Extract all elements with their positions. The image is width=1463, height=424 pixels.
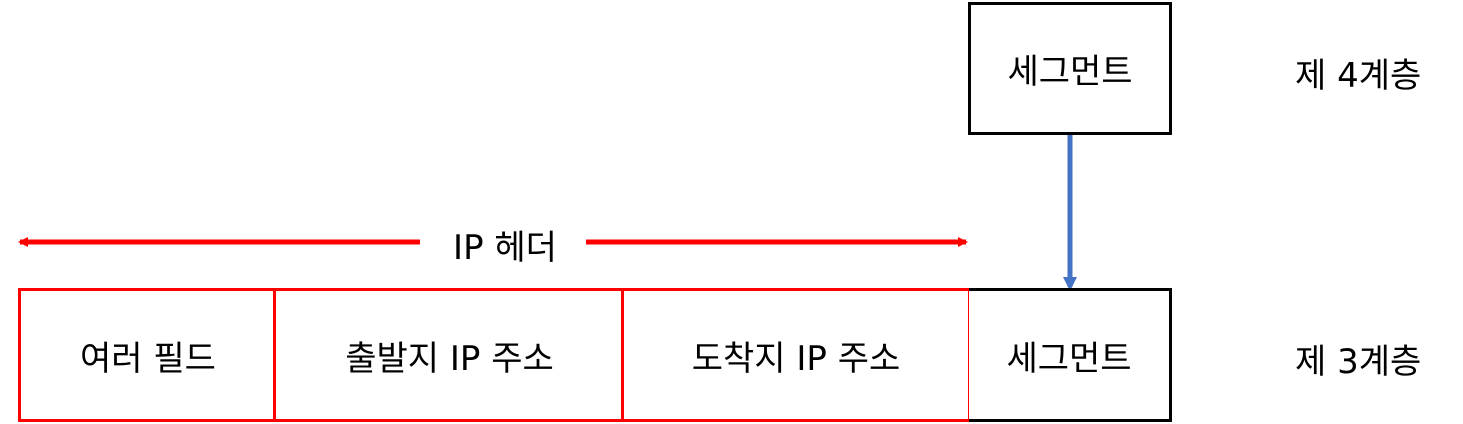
layer3-field-source-ip: 출발지 IP 주소 bbox=[273, 288, 623, 422]
layer3-segment-box: 세그먼트 bbox=[969, 288, 1172, 422]
layer4-label: 제 4계층 bbox=[1295, 56, 1422, 96]
layer4-segment-label: 세그먼트 bbox=[1007, 52, 1133, 92]
field-label-multiple: 여러 필드 bbox=[80, 338, 216, 379]
layer3-field-destination-ip: 도착지 IP 주소 bbox=[621, 288, 971, 422]
field-label-source-ip: 출발지 IP 주소 bbox=[345, 338, 554, 379]
layer3-segment-label: 세그먼트 bbox=[1006, 338, 1132, 379]
layer3-label: 제 3계층 bbox=[1295, 342, 1422, 382]
field-label-destination-ip: 도착지 IP 주소 bbox=[691, 338, 901, 379]
ip-header-label: IP 헤더 bbox=[453, 228, 557, 268]
layer3-field-multiple: 여러 필드 bbox=[18, 288, 275, 422]
layer4-segment-box: 세그먼트 bbox=[968, 2, 1172, 135]
